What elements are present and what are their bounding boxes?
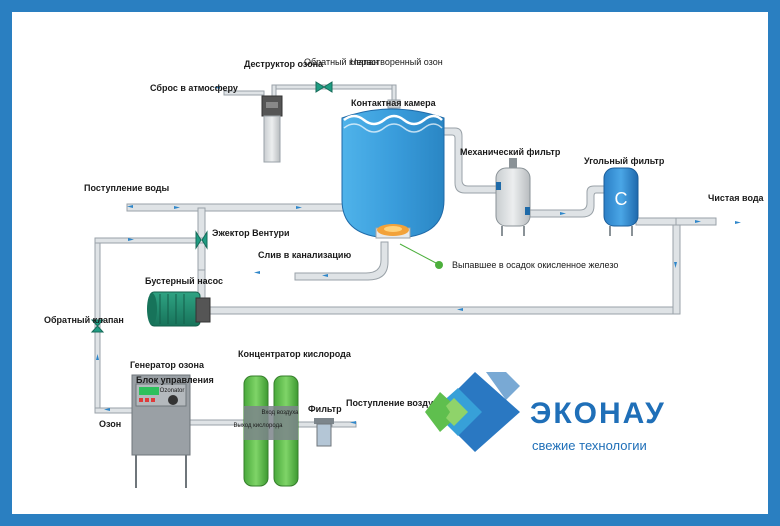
booster-pump <box>147 291 211 327</box>
carbon-filter-letter: С <box>615 189 628 209</box>
label-air-inlet: Поступление воздуха <box>346 398 444 408</box>
ozone-generator: Ozonator <box>131 374 191 488</box>
carbon-filter: С <box>603 167 639 236</box>
diagram-frame: С Ozonator Вх <box>12 12 768 514</box>
label-venturi-ejector: Эжектор Вентури <box>212 228 290 238</box>
contact-chamber <box>341 99 445 239</box>
air-filter <box>314 418 334 447</box>
label-ozone-generator: Генератор озона <box>130 360 205 370</box>
label-oxygen-concentrator: Концентратор кислорода <box>238 349 352 359</box>
brand-logo-mark <box>425 372 520 452</box>
label-check-valve-left: Обратный клапан <box>44 315 124 325</box>
label-atmosphere-release: Сброс в атмосферу <box>150 83 238 93</box>
legend-dot <box>435 261 443 269</box>
label-booster-pump: Бустерный насос <box>145 276 223 286</box>
check-valve-left <box>90 319 105 333</box>
label-ozone-destructor: Деструктор озона <box>244 59 324 69</box>
brand-tagline: свежие технологии <box>532 438 647 453</box>
label-ozone: Озон <box>99 419 121 429</box>
ozone-destructor <box>261 95 283 163</box>
mechanical-filter <box>495 158 531 236</box>
label-filter: Фильтр <box>308 404 342 414</box>
air-inlet-label: Вход воздуха <box>261 410 299 416</box>
water-treatment-diagram: С Ozonator Вх <box>44 57 765 488</box>
label-mechanical-filter: Механический фильтр <box>460 147 561 157</box>
check-valve-top <box>315 81 333 93</box>
flow-arrows <box>96 86 741 424</box>
label-water-inlet: Поступление воды <box>84 183 170 193</box>
label-clean-water: Чистая вода <box>708 193 765 203</box>
label-control-unit: Блок управления <box>136 375 214 385</box>
oxygen-outlet-label: Выход кислорода <box>234 423 284 429</box>
venturi-ejector <box>195 230 208 250</box>
brand-name: ЭКОНАУ <box>530 397 666 430</box>
label-unreacted-ozone: Нерастворенный озон <box>350 57 443 67</box>
label-precipitated-iron: Выпавшее в осадок окисленное железо <box>452 260 618 270</box>
oxygen-concentrator: Вход воздуха Выход кислорода <box>234 375 299 487</box>
panel-label: Ozonator <box>160 388 185 394</box>
label-check-valve-top: Обратный клапан <box>304 57 378 67</box>
label-sewer-drain: Слив в канализацию <box>258 250 351 260</box>
label-carbon-filter: Угольный фильтр <box>584 156 665 166</box>
label-contact-chamber: Контактная камера <box>351 98 437 108</box>
